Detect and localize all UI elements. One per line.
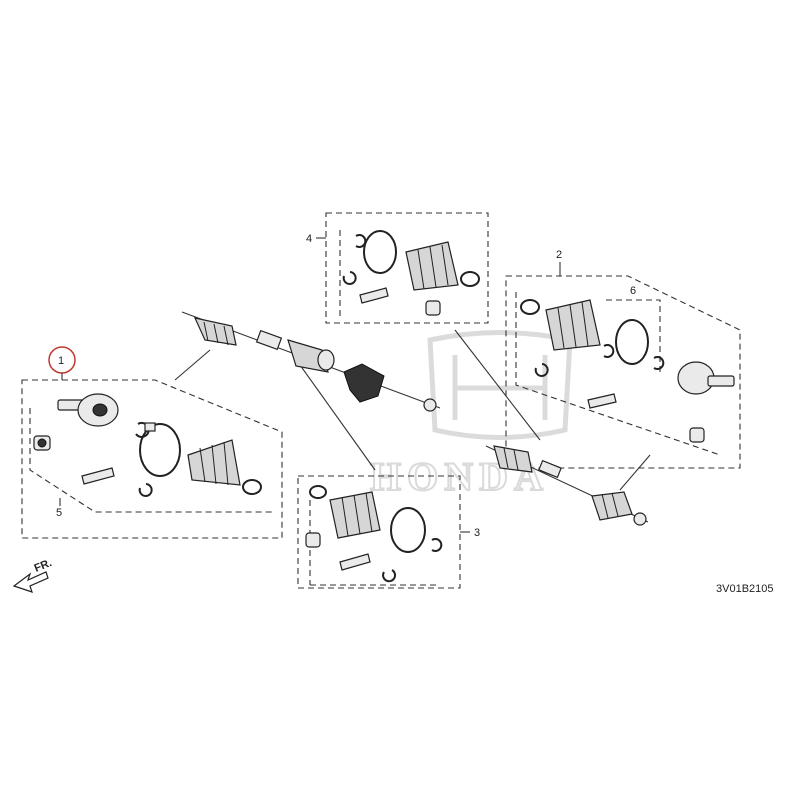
boot-part-4[interactable] [405,241,459,291]
callout-1[interactable]: 1 [58,355,64,367]
callout-6[interactable]: 6 [630,285,636,297]
front-direction-marker: FR. [12,557,54,593]
callout-4[interactable]: 4 [306,233,312,245]
clip-part-2-a[interactable] [603,344,615,358]
boot-band-small[interactable] [242,479,262,495]
clip-part-3-a[interactable] [431,538,443,552]
outer-joint-part-2[interactable] [677,361,735,395]
arrow-left-icon [12,571,49,593]
boot-outer[interactable] [187,439,241,486]
band-part-2-small[interactable] [520,299,540,315]
band-part-6[interactable] [615,319,649,365]
clip-part-2-c[interactable] [534,363,549,377]
grease-tube-part-2[interactable] [587,393,617,409]
band-part-4-small[interactable] [460,271,480,287]
callout-2[interactable]: 2 [556,249,562,261]
nut-part-2[interactable] [689,427,705,443]
box-part-2-kit [505,275,741,469]
box-part-4-kit [325,212,489,324]
boot-part-2[interactable] [545,299,601,351]
watermark-logo: HONDA [369,330,573,500]
clip-part-4-b[interactable] [342,271,357,285]
grease-tube-part-3[interactable] [339,553,371,571]
boot-band-large[interactable] [139,422,181,477]
front-marker-label: FR. [33,557,54,575]
leader-lines [174,329,651,491]
clip-part-3-b[interactable] [382,569,397,583]
boot-inner-part-3[interactable] [329,491,381,539]
box-part-1-kit [21,379,283,539]
drive-shaft-right[interactable] [485,445,649,526]
callout-5[interactable]: 5 [56,507,62,519]
outer-joint-part-1[interactable] [57,393,119,427]
band-part-4-large[interactable] [363,230,397,274]
callout-3[interactable]: 3 [474,527,480,539]
center-bearing-bracket[interactable] [343,363,385,403]
box-part-3-kit [297,475,461,589]
band-part-3-large[interactable] [390,507,426,553]
drive-shaft-left[interactable] [181,311,441,412]
clip-part-2-b[interactable] [653,356,665,370]
circlip[interactable] [138,483,153,497]
nut-part-3[interactable] [305,532,321,548]
callouts: 1 2 3 4 5 6 [48,233,636,539]
band-part-3-small[interactable] [309,485,327,499]
diagram-code: 3V01B2105 [716,583,774,595]
nut-part-4[interactable] [425,300,441,316]
hub-nut[interactable] [33,435,51,451]
grease-tube-part-4[interactable] [359,287,389,304]
grease-tube[interactable] [81,467,115,485]
